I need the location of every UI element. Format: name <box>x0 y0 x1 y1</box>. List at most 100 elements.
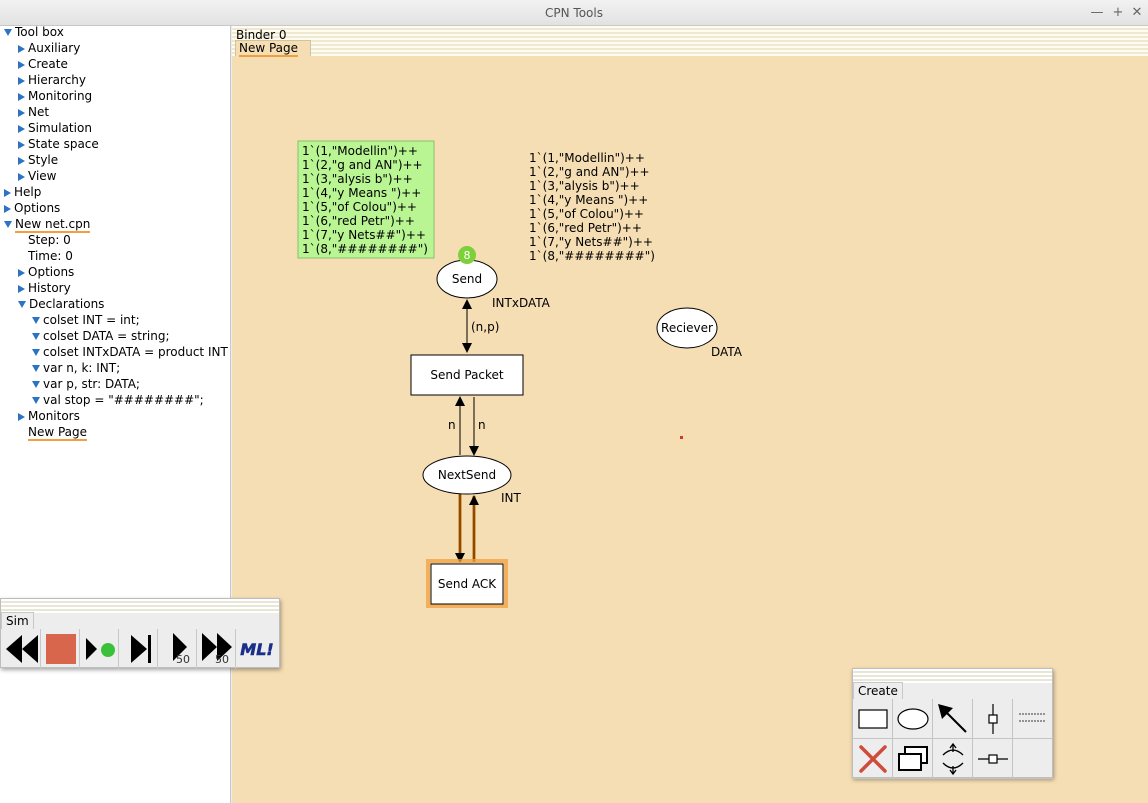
tree-simulation[interactable]: Simulation <box>18 120 92 136</box>
tree-decl[interactable]: var n, k: INT; <box>32 360 120 376</box>
arc-inscription-n[interactable]: n <box>478 418 486 432</box>
expand-icon[interactable] <box>32 381 40 388</box>
collapse-icon[interactable] <box>18 124 25 133</box>
collapse-icon[interactable] <box>18 76 25 85</box>
step-button[interactable] <box>120 629 158 669</box>
expand-icon[interactable] <box>32 333 40 340</box>
collapse-icon[interactable] <box>18 92 25 101</box>
close-icon[interactable]: ✕ <box>1131 5 1143 20</box>
tree-decl[interactable]: colset INT = int; <box>32 312 140 328</box>
play-n-button[interactable]: 50 <box>159 629 197 669</box>
tree-history[interactable]: History <box>18 280 71 296</box>
sim-palette[interactable]: Sim 50 50 ML! <box>0 598 280 669</box>
initial-marking-line[interactable]: 1`(3,"alysis b")++ <box>529 179 640 193</box>
collapse-icon[interactable] <box>18 140 25 149</box>
expand-icon[interactable] <box>4 221 12 228</box>
fast-forward-button[interactable]: 50 <box>198 629 236 669</box>
tree-monitoring[interactable]: Monitoring <box>18 88 92 104</box>
tree-tool-box[interactable]: Tool box <box>4 24 64 40</box>
maximize-icon[interactable]: + <box>1112 5 1124 20</box>
collapse-icon[interactable] <box>18 284 25 293</box>
initial-marking-line[interactable]: 1`(5,"of Colou")++ <box>529 207 644 221</box>
swap-arc-tool[interactable] <box>933 739 973 779</box>
initial-marking-line[interactable]: 1`(8,"########") <box>529 249 655 263</box>
collapse-icon[interactable] <box>18 172 25 181</box>
declaration-tool[interactable] <box>1013 699 1053 739</box>
vertical-guide-tool[interactable] <box>973 699 1013 739</box>
place-nextsend[interactable] <box>422 455 512 495</box>
place-reciever[interactable] <box>656 307 718 349</box>
expand-icon[interactable] <box>32 365 40 372</box>
stop-button[interactable] <box>42 629 80 669</box>
tree-hierarchy[interactable]: Hierarchy <box>18 72 86 88</box>
vertical-guide-icon <box>988 704 998 734</box>
clone-tool[interactable] <box>893 739 933 779</box>
place-reciever-colorset[interactable]: DATA <box>711 345 743 359</box>
tree-new-page[interactable]: New Page <box>28 425 88 441</box>
sim-tab[interactable]: Sim <box>1 612 34 629</box>
arc-inscription-n[interactable]: n <box>448 418 456 432</box>
expand-icon[interactable] <box>32 317 40 324</box>
initial-marking-line[interactable]: 1`(1,"Modellin")++ <box>529 151 645 165</box>
tree-create[interactable]: Create <box>18 56 68 72</box>
create-palette[interactable]: Create <box>852 668 1053 779</box>
place-send-label: Send <box>452 272 482 286</box>
marking-line: 1`(1,"Modellin")++ <box>302 144 418 158</box>
tree-decl[interactable]: colset DATA = string; <box>32 328 170 344</box>
create-tab[interactable]: Create <box>853 682 903 699</box>
tree-style[interactable]: Style <box>18 152 58 168</box>
arc-arrow-icon <box>938 704 967 733</box>
tree-net[interactable]: Net <box>18 104 49 120</box>
token-count-badge[interactable] <box>458 246 476 264</box>
initial-marking-line[interactable]: 1`(4,"y Means ")++ <box>529 193 648 207</box>
create-place-tool[interactable] <box>893 699 933 739</box>
canvas-marker <box>680 436 683 439</box>
expand-icon[interactable] <box>18 301 26 308</box>
collapse-icon[interactable] <box>18 156 25 165</box>
tree-declarations[interactable]: Declarations <box>18 296 104 312</box>
expand-icon[interactable] <box>4 29 12 36</box>
expand-icon[interactable] <box>32 397 40 404</box>
tree-decl[interactable]: colset INTxDATA = product INT <box>32 344 228 360</box>
expand-icon[interactable] <box>32 349 40 356</box>
tree-options[interactable]: Options <box>4 200 60 216</box>
tree-net-file[interactable]: New net.cpn <box>4 216 91 233</box>
horizontal-guide-tool[interactable] <box>973 739 1013 779</box>
tree-monitors[interactable]: Monitors <box>18 408 80 424</box>
delete-tool[interactable] <box>853 739 893 779</box>
single-step-button[interactable] <box>81 629 119 669</box>
create-transition-tool[interactable] <box>853 699 893 739</box>
create-arc-tool[interactable] <box>933 699 973 739</box>
collapse-icon[interactable] <box>18 268 25 277</box>
collapse-icon[interactable] <box>18 60 25 69</box>
place-send-colorset[interactable]: INTxDATA <box>492 296 551 310</box>
window-titlebar: CPN Tools — + ✕ <box>0 0 1148 26</box>
tab-new-page[interactable]: New Page <box>235 40 311 57</box>
initial-marking-line[interactable]: 1`(2,"g and AN")++ <box>529 165 650 179</box>
arc-inscription-np[interactable]: (n,p) <box>471 320 499 334</box>
initial-marking-line[interactable]: 1`(7,"y Nets##")++ <box>529 235 653 249</box>
collapse-icon[interactable] <box>18 108 25 117</box>
tree-auxiliary[interactable]: Auxiliary <box>18 40 80 56</box>
collapse-icon[interactable] <box>18 44 25 53</box>
minimize-icon[interactable]: — <box>1090 5 1104 20</box>
place-nextsend-colorset[interactable]: INT <box>501 491 522 505</box>
transition-highlight <box>426 559 508 608</box>
ml-evaluate-button[interactable]: ML! <box>237 629 275 669</box>
tree-decl[interactable]: val stop = "########"; <box>32 392 204 408</box>
transition-send-ack[interactable] <box>430 563 504 605</box>
current-marking-box[interactable] <box>297 140 435 259</box>
tree-view[interactable]: View <box>18 168 56 184</box>
transition-send-packet[interactable] <box>410 354 524 396</box>
rewind-button[interactable] <box>3 629 41 669</box>
collapse-icon[interactable] <box>18 412 25 421</box>
tree-state-space[interactable]: State space <box>18 136 99 152</box>
tree-decl[interactable]: var p, str: DATA; <box>32 376 140 392</box>
palette-stripes <box>853 669 1052 683</box>
initial-marking-line[interactable]: 1`(6,"red Petr")++ <box>529 221 642 235</box>
collapse-icon[interactable] <box>4 188 11 197</box>
collapse-icon[interactable] <box>4 204 11 213</box>
tree-net-options[interactable]: Options <box>18 264 74 280</box>
tree-help[interactable]: Help <box>4 184 41 200</box>
binder-canvas[interactable]: Binder 0 New Page 1`(1,"Modellin")++ 1`(… <box>232 26 1148 803</box>
